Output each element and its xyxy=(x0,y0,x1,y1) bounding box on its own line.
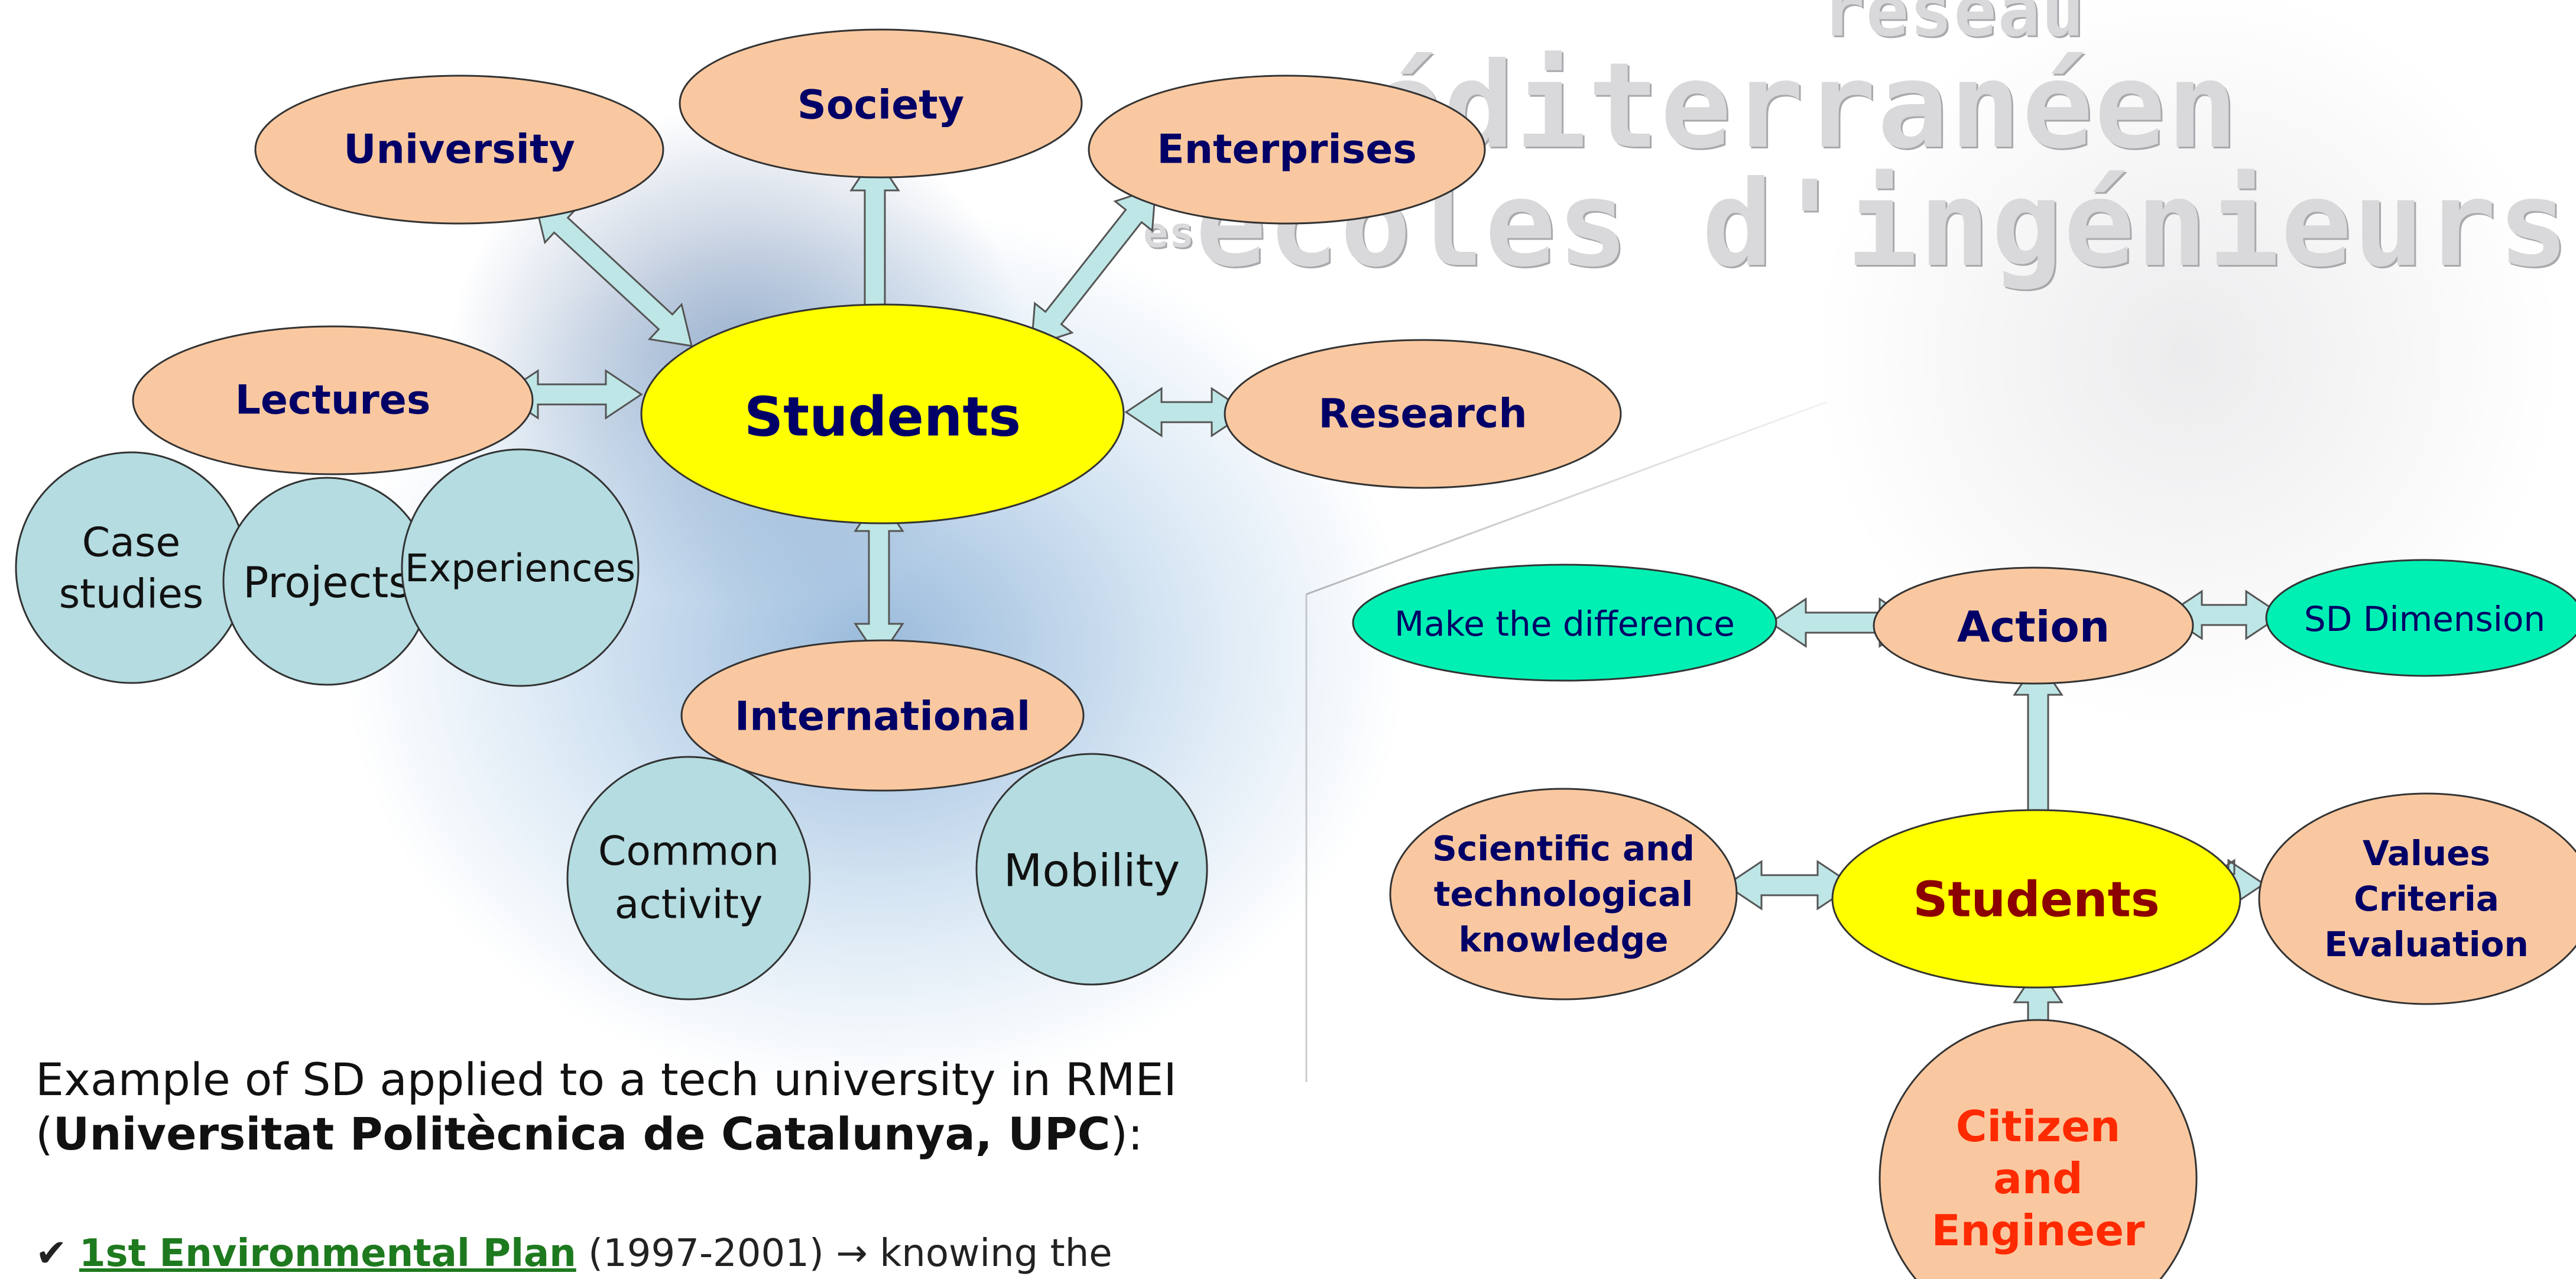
node-values-line1: Values xyxy=(2363,833,2490,873)
example-open-paren: ( xyxy=(35,1108,53,1160)
node-university-label: University xyxy=(343,127,575,173)
node-students-center-label: Students xyxy=(744,386,1021,449)
node-experiences-label: Experiences xyxy=(405,547,635,591)
node-projects: Projects xyxy=(222,477,432,686)
node-international-label: International xyxy=(735,694,1030,740)
rmei-logo-banner: réseau méditerranéen esécoles d'ingénieu… xyxy=(1143,0,2570,284)
example-line-2: (Universitat Politècnica de Catalunya, U… xyxy=(35,1107,1336,1161)
node-knowledge: Scientific and technological knowledge xyxy=(1389,788,1738,1000)
arrow-lectures-students xyxy=(501,369,643,420)
node-knowledge-line2: technological xyxy=(1434,874,1693,914)
arrow-university-students xyxy=(534,200,693,347)
node-mobility-label: Mobility xyxy=(1004,844,1180,897)
node-common-activity: Common activity xyxy=(566,756,811,1000)
bullet-rest: (1997-2001) → knowing the xyxy=(576,1232,1112,1275)
node-citizen-engineer: Citizen and Engineer xyxy=(1879,1019,2198,1279)
node-projects-label: Projects xyxy=(243,558,411,607)
node-values-line2: Criteria xyxy=(2354,879,2499,919)
node-sd-dimension: SD Dimension xyxy=(2265,559,2576,677)
node-citizen-line3: Engineer xyxy=(1931,1206,2145,1255)
node-knowledge-line1: Scientific and xyxy=(1432,828,1695,869)
node-research-label: Research xyxy=(1318,391,1527,438)
node-common-activity-line1: Common xyxy=(598,828,779,875)
node-action-label: Action xyxy=(1957,602,2110,652)
node-lectures: Lectures xyxy=(132,325,534,475)
connector-arrows xyxy=(501,153,2283,1091)
node-common-activity-line2: activity xyxy=(615,882,763,928)
node-students-center-2: Students xyxy=(1831,809,2241,989)
node-students-center: Students xyxy=(640,303,1125,524)
banner-line-0: réseau xyxy=(1822,0,2085,53)
node-sd-dimension-label: SD Dimension xyxy=(2304,599,2545,639)
divider-line-diagonal xyxy=(1306,401,1827,595)
bullet-highlight: 1st Environmental Plan xyxy=(79,1232,576,1275)
node-case-studies: Case studies xyxy=(15,451,248,684)
node-case-studies-line2: studies xyxy=(59,571,204,618)
node-society: Society xyxy=(679,28,1083,179)
node-make-difference: Make the difference xyxy=(1352,564,1777,682)
node-university: University xyxy=(254,75,664,225)
node-citizen-line2: and xyxy=(1993,1154,2082,1203)
node-society-label: Society xyxy=(797,82,964,129)
node-make-difference-label: Make the difference xyxy=(1394,604,1735,644)
node-citizen-line1: Citizen xyxy=(1956,1102,2121,1151)
node-knowledge-line3: knowledge xyxy=(1459,919,1669,960)
node-international: International xyxy=(680,639,1085,792)
node-case-studies-line1: Case xyxy=(82,520,180,566)
example-close-paren: ): xyxy=(1110,1108,1143,1160)
node-values: Values Criteria Evaluation xyxy=(2258,792,2576,1005)
node-experiences: Experiences xyxy=(401,448,640,687)
node-action: Action xyxy=(1873,566,2194,685)
example-upc-name: Universitat Politècnica de Catalunya, UP… xyxy=(53,1108,1111,1160)
node-lectures-label: Lectures xyxy=(235,377,431,424)
node-values-line3: Evaluation xyxy=(2324,924,2529,964)
example-line-1: Example of SD applied to a tech universi… xyxy=(35,1053,1177,1106)
node-students-center-2-label: Students xyxy=(1913,872,2159,928)
example-paragraph: Example of SD applied to a tech universi… xyxy=(35,1053,1336,1161)
node-mobility: Mobility xyxy=(975,753,1208,986)
arrow-enterprises-students xyxy=(1030,186,1157,348)
node-research: Research xyxy=(1224,339,1622,489)
node-enterprises-label: Enterprises xyxy=(1157,127,1417,173)
bullet-environmental-plan: ✔ 1st Environmental Plan (1997-2001) → k… xyxy=(35,1230,1395,1277)
check-icon: ✔ xyxy=(35,1232,67,1275)
node-enterprises: Enterprises xyxy=(1088,75,1486,225)
